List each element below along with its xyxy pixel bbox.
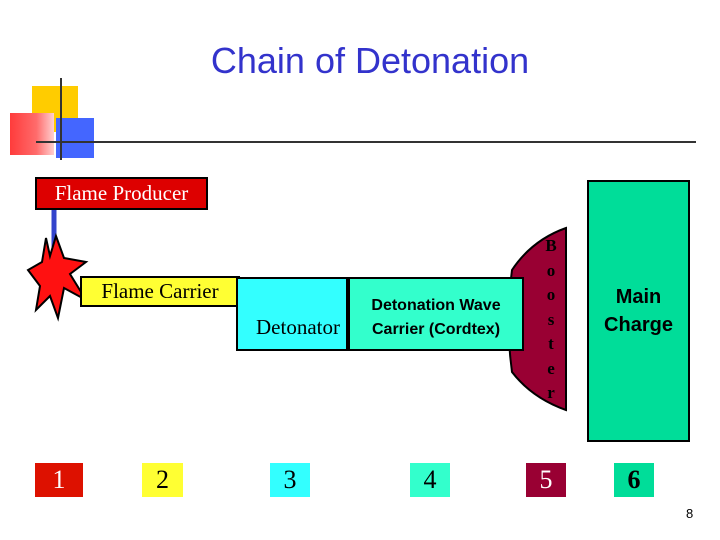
slide-title: Chain of Detonation [210,40,530,81]
main-charge-label-line1: Main [615,286,662,308]
explosion-star-icon [26,232,89,322]
booster-letter: o [546,285,556,304]
flame-carrier-box: Flame Carrier [80,276,240,307]
detonator-label: Detonator [256,315,340,339]
booster-letter: B [545,236,557,255]
wave-carrier-box: Detonation Wave Carrier (Cordtex) [348,277,524,351]
booster-letter: e [547,358,555,378]
step-number-1: 1 [35,463,83,497]
detonator-box: Detonator [236,277,348,351]
wave-carrier-label-line1: Detonation Wave [371,297,501,314]
step-number-4: 4 [410,463,450,497]
step-number-2: 2 [142,463,183,497]
decor-red-square [10,113,54,155]
title-underline [36,141,696,143]
booster-letter: r [547,383,555,402]
step-number-6: 6 [614,463,654,497]
booster-letter: o [546,260,556,280]
main-charge-box: Main Charge [587,180,690,442]
decor-vertical-line [60,78,62,160]
booster-letter: t [548,334,554,353]
booster-letter: s [547,309,555,329]
step-number-5: 5 [526,463,566,497]
flame-producer-box: Flame Producer [35,177,208,210]
step-number-3: 3 [270,463,310,497]
wave-carrier-label-line2: Carrier (Cordtex) [371,321,501,338]
page-number: 8 [686,506,694,521]
main-charge-label-line2: Charge [604,314,673,336]
decor-blue-square [56,118,94,158]
booster-label: B o o s t e r [539,234,563,406]
